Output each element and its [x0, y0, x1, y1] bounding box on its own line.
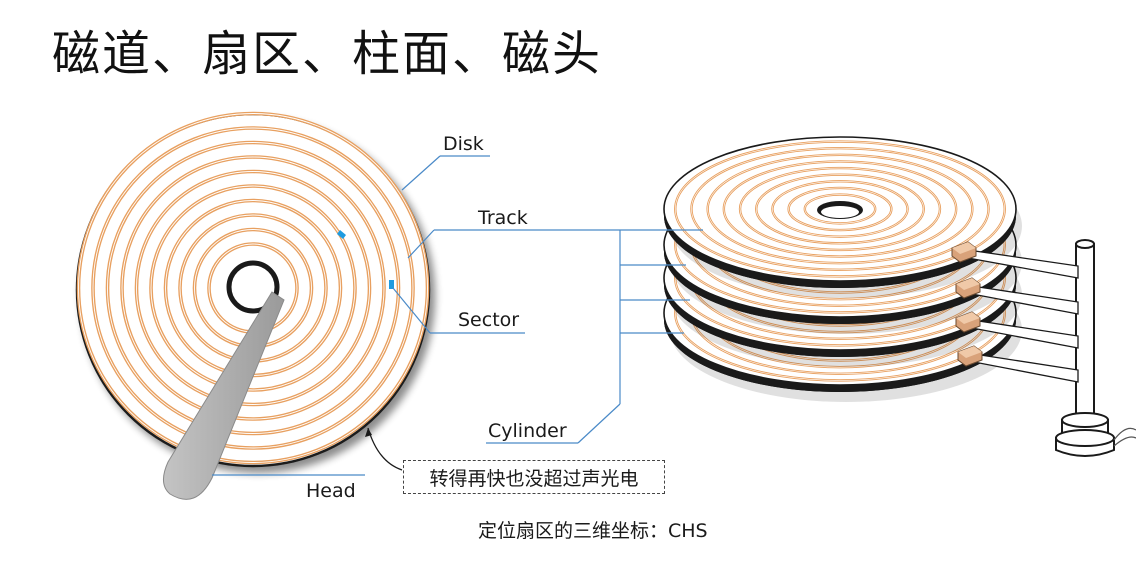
footer-caption: 定位扇区的三维坐标：CHS — [478, 520, 708, 542]
actuator-post — [1075, 243, 1095, 425]
sector-leader — [392, 287, 431, 334]
head-arm — [163, 291, 285, 500]
platter-top-view — [75, 111, 431, 500]
head-assembly — [955, 277, 1079, 315]
label-cylinder: Cylinder — [488, 420, 567, 442]
track-rings — [76, 111, 430, 465]
speed-note: 转得再快也没超过声光电 — [403, 460, 665, 494]
sector-mark — [337, 230, 346, 239]
label-track: Track — [478, 207, 528, 229]
rotation-arrowhead — [365, 428, 372, 437]
label-disk: Disk — [443, 133, 484, 155]
rotation-arrow — [367, 427, 403, 471]
cylinder-leader — [577, 403, 621, 444]
speed-note-text: 转得再快也没超过声光电 — [429, 467, 639, 490]
head-assembly — [951, 241, 1079, 279]
page-title: 磁道、扇区、柱面、磁头 — [52, 26, 603, 82]
disk-leader — [401, 155, 441, 191]
label-head: Head — [306, 480, 356, 502]
sector-mark — [389, 280, 394, 289]
stacked-platter — [663, 136, 1022, 298]
leader-lines — [212, 155, 703, 476]
platter-stack — [663, 136, 1136, 457]
head-assembly — [955, 311, 1079, 349]
track-leader — [407, 229, 435, 259]
label-sector: Sector — [458, 309, 520, 331]
head-assembly — [957, 345, 1079, 383]
spindle-hole — [226, 260, 280, 314]
